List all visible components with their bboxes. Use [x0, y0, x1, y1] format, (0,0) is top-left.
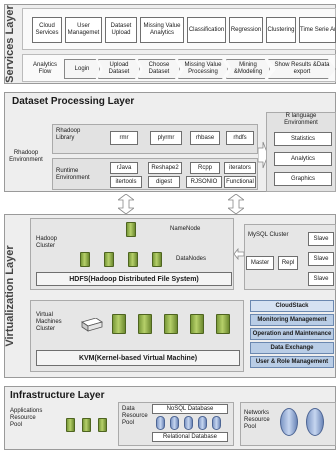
services-layer-label: Services Layer [4, 5, 16, 83]
analytics-flow-label: Analytics Flow [32, 62, 57, 75]
cloudstack-monitoring: Monitoring Management [250, 314, 334, 326]
app-server-icon-3 [98, 418, 107, 432]
library-rmr: rmr [110, 131, 138, 145]
mysql-slave-1: Slave [308, 232, 334, 246]
runtime-rcpp: Rcpp [190, 162, 220, 174]
vm-server-icon-4 [190, 314, 204, 334]
cloudstack-data-exchange: Data Exchange [250, 342, 334, 354]
virtualization-label-wrap: Virtualization Layer [0, 214, 20, 378]
library-rhbase: rhbase [190, 131, 220, 145]
runtime-itertools: itertools [110, 176, 142, 188]
runtime-environment-label: Runtime Environment [56, 168, 90, 181]
service-module-classification: Classification [187, 17, 226, 43]
vm-server-icon-5 [216, 314, 230, 334]
network-node-icon-1 [280, 408, 298, 436]
flow-step-mining-modeling: Mining &Modeling [226, 59, 270, 79]
mysql-cluster-label: MySQL Cluster [248, 232, 289, 238]
namenode-label: NameNode [170, 226, 201, 232]
service-module-regression: Regression [229, 17, 263, 43]
nosql-database: NoSQL Database [152, 404, 228, 414]
r-statistics: Statistics [274, 132, 332, 146]
datanode-server-icon-3 [128, 252, 138, 267]
runtime-iterators: iterators [224, 162, 256, 174]
applications-pool-label: Applications Resource Pool [10, 408, 43, 428]
r-graphics: Graphics [274, 172, 332, 186]
mysql-slave-2: Slave [308, 252, 334, 266]
kvm-bar: KVM(Kernel-based Virtual Machine) [36, 350, 240, 366]
vm-server-icon-2 [138, 314, 152, 334]
flow-step-missing-value-processing: Missing Value Processing [178, 59, 228, 79]
network-pool-label: Networks Resource Pool [244, 410, 270, 430]
runtime-rjsonio: RJSONIO [186, 176, 222, 188]
service-module-cloud-services: Cloud Services [32, 17, 62, 43]
mysql-slave-3: Slave [308, 272, 334, 286]
rhadoop-environment-label: Rhadoop Environment [9, 150, 43, 163]
library-rhdfs: rhdfs [226, 131, 254, 145]
namenode-server-icon [126, 222, 136, 237]
runtime-functional: Functional [224, 176, 256, 188]
runtime-digest: digest [148, 176, 180, 188]
flow-step-upload-dataset: Upload Dataset [98, 59, 140, 79]
r-language-environment-label: R language Environment [284, 113, 318, 126]
library-plyrmr: plyrmr [150, 131, 182, 145]
database-icon-4 [198, 416, 207, 430]
runtime-rjava: rJava [110, 162, 138, 174]
app-server-icon-1 [66, 418, 75, 432]
service-module-clustering: Clustering [266, 17, 296, 43]
hadoop-cluster-label: Hadoop Cluster [36, 236, 58, 249]
rhadoop-library-label: Rhadoop Library [56, 128, 81, 141]
service-module-time-series-analysis: Time Serie Analysis [299, 17, 336, 43]
hypervisor-icon [81, 318, 103, 332]
virtualization-layer-label: Virtualization Layer [4, 245, 16, 347]
flow-step-show-results: Show Results &Data export [268, 59, 336, 79]
cloudstack-operation: Operation and Maintenance [250, 328, 334, 340]
dataset-processing-title: Dataset Processing Layer [12, 96, 135, 107]
flow-step-login: Login [64, 59, 100, 79]
flow-step-choose-dataset: Choose Dataset [138, 59, 180, 79]
database-icon-3 [184, 416, 193, 430]
vm-server-icon-1 [112, 314, 126, 334]
service-module-user-management: User Managemet [65, 17, 102, 43]
cloudstack-title: CloudStack [250, 300, 334, 312]
datanode-server-icon-4 [152, 252, 162, 267]
hdfs-bar: HDFS(Hadoop Distributed File System) [36, 272, 232, 286]
database-icon-5 [212, 416, 221, 430]
datanode-server-icon-2 [104, 252, 114, 267]
service-module-missing-value-analytics: Missing Value Analytics [140, 17, 184, 43]
vm-server-icon-3 [164, 314, 178, 334]
processing-virtualization-arrow-left [118, 194, 134, 214]
mysql-master: Master [246, 256, 274, 270]
datanode-server-icon-1 [80, 252, 90, 267]
r-analytics: Analytics [274, 152, 332, 166]
app-server-icon-2 [82, 418, 91, 432]
data-pool-label: Data Resource Pool [122, 406, 148, 426]
processing-virtualization-arrow-right [228, 194, 244, 214]
network-node-icon-2 [306, 408, 324, 436]
infrastructure-title: Infrastructure Layer [10, 390, 105, 401]
relational-database: Relational Database [152, 432, 228, 442]
runtime-reshape2: Reshape2 [148, 162, 182, 174]
cloudstack-user-role: User & Role Management [250, 356, 334, 368]
vm-cluster-label: Virtual Machines Cluster [36, 312, 62, 332]
hadoop-to-mysql-arrow [234, 248, 244, 260]
rhadoop-to-r-arrow [258, 141, 268, 169]
service-module-dataset-upload: Dataset Upload [105, 17, 137, 43]
database-icon-2 [170, 416, 179, 430]
datanodes-label: DataNodes [176, 256, 207, 262]
services-layer-label-wrap: Services Layer [0, 4, 20, 84]
database-icon-1 [156, 416, 165, 430]
mysql-repl: Repl [278, 256, 298, 270]
